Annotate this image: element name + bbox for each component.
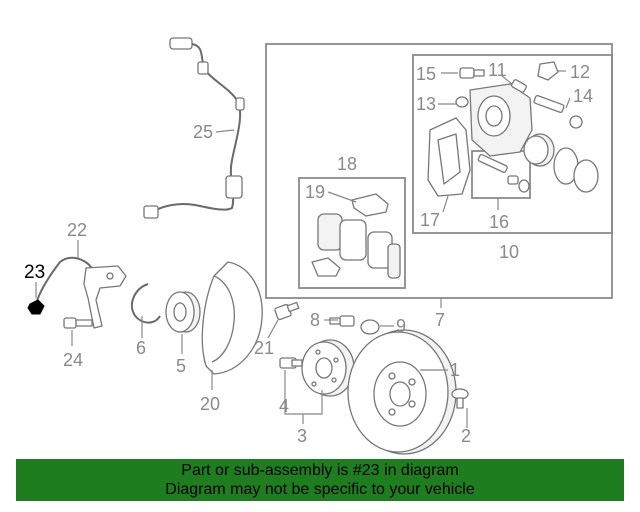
bleeder-screw-part-11 xyxy=(511,79,527,93)
caliper-body xyxy=(469,83,533,157)
snap-ring-part-6 xyxy=(130,283,161,324)
highlighted-clip-part-23 xyxy=(27,299,45,315)
banner-line-1: Part or sub-assembly is #23 in diagram xyxy=(181,462,459,479)
screw-part-2 xyxy=(451,388,469,409)
bolt-part-21 xyxy=(274,301,300,321)
callout-8: 8 xyxy=(310,310,320,330)
wheel-hub-part-3 xyxy=(301,339,355,397)
wheel-bearing-part-5 xyxy=(165,291,201,333)
callout-1: 1 xyxy=(450,360,460,380)
callout-labels: 1 2 3 4 5 6 7 8 9 10 11 12 13 14 15 16 1… xyxy=(24,60,593,446)
callout-7: 7 xyxy=(435,310,445,330)
callout-16: 16 xyxy=(489,212,509,232)
callout-14: 14 xyxy=(573,86,593,106)
callout-20: 20 xyxy=(200,394,220,414)
pad-kit-box-18 xyxy=(298,177,406,289)
callout-4: 4 xyxy=(279,396,289,416)
caliper-box-10 xyxy=(412,54,613,234)
washer-part-9 xyxy=(360,319,380,335)
callout-10: 10 xyxy=(499,242,519,262)
caliper-bracket-part-17 xyxy=(427,117,471,197)
brake-rotor-part-1 xyxy=(347,329,457,455)
piston-and-seals xyxy=(523,133,599,193)
banner-line-2: Diagram may not be specific to your vehi… xyxy=(165,481,475,498)
info-banner: Part or sub-assembly is #23 in diagram D… xyxy=(16,459,624,501)
callout-13: 13 xyxy=(416,94,436,114)
sensor-harness-part-25 xyxy=(143,37,245,219)
brake-hose-part-22 xyxy=(35,256,127,329)
callout-5: 5 xyxy=(176,356,186,376)
callout-24: 24 xyxy=(63,350,83,370)
callout-17: 17 xyxy=(420,210,440,230)
callout-3: 3 xyxy=(297,426,307,446)
leader-lines xyxy=(35,70,571,428)
callout-22: 22 xyxy=(67,220,87,240)
callout-2: 2 xyxy=(461,426,471,446)
wheel-stud-part-4 xyxy=(279,357,303,369)
brake-pads-part-18 xyxy=(317,213,401,279)
callout-21: 21 xyxy=(254,338,274,358)
callout-11: 11 xyxy=(488,60,507,80)
callout-15: 15 xyxy=(416,64,436,84)
bolt-part-8 xyxy=(329,315,355,327)
pad-clip-part-19 xyxy=(311,193,389,277)
callout-18: 18 xyxy=(337,154,357,174)
callout-25: 25 xyxy=(193,122,213,142)
guide-pin-part-16 xyxy=(477,153,530,193)
callout-23: 23 xyxy=(24,262,45,283)
callout-19: 19 xyxy=(305,182,325,202)
callout-6: 6 xyxy=(136,338,146,358)
callout-9: 9 xyxy=(396,316,406,336)
bleeder-cap-part-12 xyxy=(537,61,559,81)
guide-bolt-part-14 xyxy=(533,95,583,129)
cap-part-13 xyxy=(455,96,469,108)
callout-12: 12 xyxy=(570,62,590,82)
dust-shield-part-20 xyxy=(201,261,263,375)
caliper-bolt-part-15 xyxy=(459,67,485,79)
bolt-part-24 xyxy=(63,317,93,329)
